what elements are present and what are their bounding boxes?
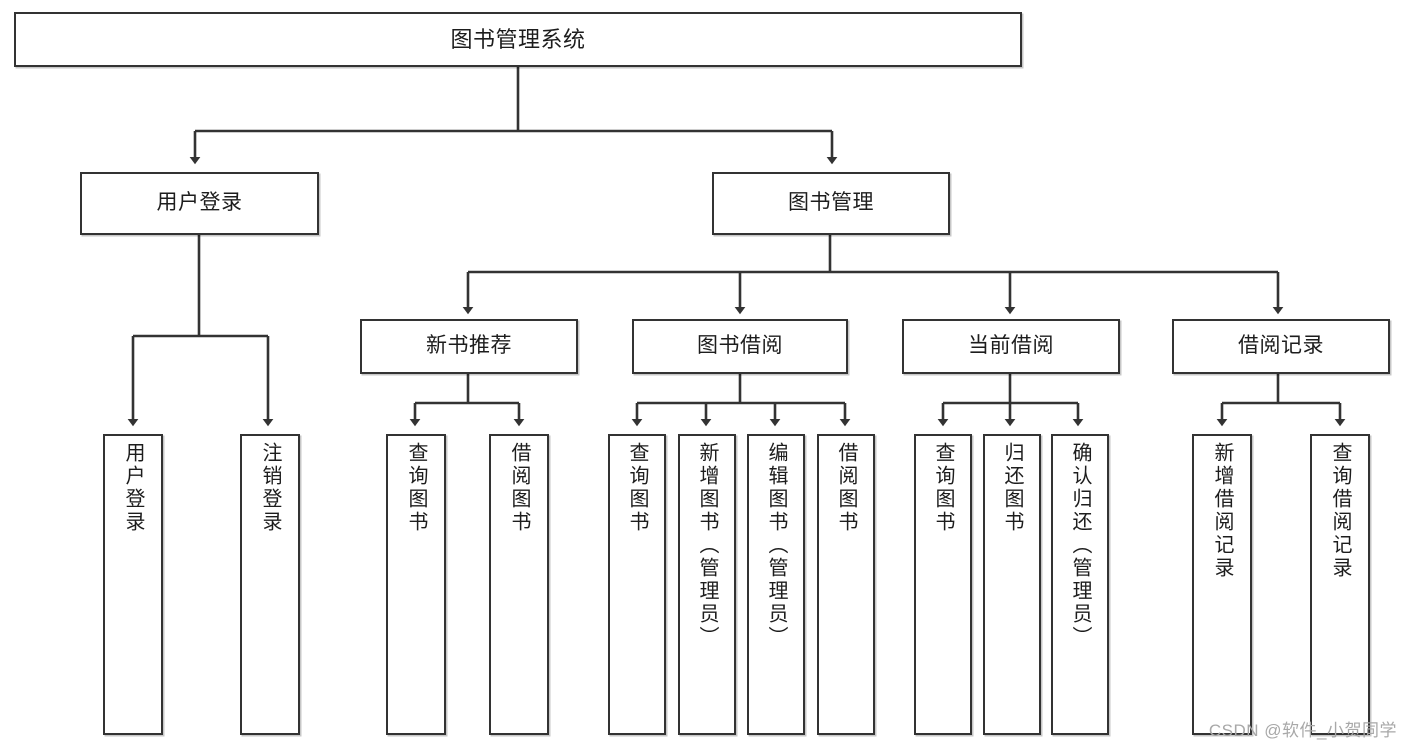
node-leaf-logout-label: 注销登录 bbox=[259, 442, 281, 534]
node-borrow-records[interactable]: 借阅记录 bbox=[1172, 319, 1390, 374]
node-user-login[interactable]: 用户登录 bbox=[80, 172, 319, 235]
node-leaf-borrow-books-recommend[interactable]: 借阅图书 bbox=[489, 434, 549, 735]
node-leaf-borrow-books-borrow[interactable]: 借阅图书 bbox=[817, 434, 875, 735]
node-leaf-add-book-admin[interactable]: 新增图书（管理员） bbox=[678, 434, 736, 735]
node-leaf-query-borrow-record[interactable]: 查询借阅记录 bbox=[1310, 434, 1370, 735]
node-leaf-query-books-recommend[interactable]: 查询图书 bbox=[386, 434, 446, 735]
node-current-borrow-label: 当前借阅 bbox=[968, 334, 1054, 358]
node-leaf-query-books-current-label: 查询图书 bbox=[932, 442, 954, 534]
node-user-login-label: 用户登录 bbox=[156, 191, 243, 215]
node-leaf-return-books-label: 归还图书 bbox=[1001, 442, 1023, 534]
node-current-borrow[interactable]: 当前借阅 bbox=[902, 319, 1120, 374]
node-leaf-query-books-borrow-label: 查询图书 bbox=[626, 442, 648, 534]
watermark-text: CSDN @软件_小贺同学 bbox=[1208, 721, 1397, 740]
node-leaf-user-login[interactable]: 用户登录 bbox=[103, 434, 163, 735]
node-leaf-confirm-return-admin-label: 确认归还（管理员） bbox=[1069, 442, 1091, 649]
node-leaf-add-borrow-record-label: 新增借阅记录 bbox=[1211, 442, 1233, 580]
node-root-system-label: 图书管理系统 bbox=[450, 26, 586, 52]
node-book-borrow-label: 图书借阅 bbox=[697, 334, 783, 358]
node-leaf-borrow-books-recommend-label: 借阅图书 bbox=[508, 442, 530, 534]
node-new-book-recommend[interactable]: 新书推荐 bbox=[360, 319, 578, 374]
node-leaf-edit-book-admin[interactable]: 编辑图书（管理员） bbox=[747, 434, 805, 735]
node-leaf-query-borrow-record-label: 查询借阅记录 bbox=[1329, 442, 1351, 580]
node-leaf-return-books[interactable]: 归还图书 bbox=[983, 434, 1041, 735]
node-leaf-query-books-current[interactable]: 查询图书 bbox=[914, 434, 972, 735]
node-leaf-logout[interactable]: 注销登录 bbox=[240, 434, 300, 735]
node-leaf-confirm-return-admin[interactable]: 确认归还（管理员） bbox=[1051, 434, 1109, 735]
node-book-borrow[interactable]: 图书借阅 bbox=[632, 319, 848, 374]
node-borrow-records-label: 借阅记录 bbox=[1238, 334, 1324, 358]
node-book-management-label: 图书管理 bbox=[788, 191, 874, 215]
node-book-management[interactable]: 图书管理 bbox=[712, 172, 950, 235]
node-leaf-add-borrow-record[interactable]: 新增借阅记录 bbox=[1192, 434, 1252, 735]
node-leaf-edit-book-admin-label: 编辑图书（管理员） bbox=[765, 442, 787, 649]
node-leaf-query-books-recommend-label: 查询图书 bbox=[405, 442, 427, 534]
node-leaf-user-login-label: 用户登录 bbox=[122, 442, 144, 534]
node-root-system[interactable]: 图书管理系统 bbox=[14, 12, 1022, 67]
node-leaf-add-book-admin-label: 新增图书（管理员） bbox=[696, 442, 718, 649]
node-leaf-borrow-books-borrow-label: 借阅图书 bbox=[835, 442, 857, 534]
node-leaf-query-books-borrow[interactable]: 查询图书 bbox=[608, 434, 666, 735]
node-new-book-recommend-label: 新书推荐 bbox=[426, 334, 512, 358]
